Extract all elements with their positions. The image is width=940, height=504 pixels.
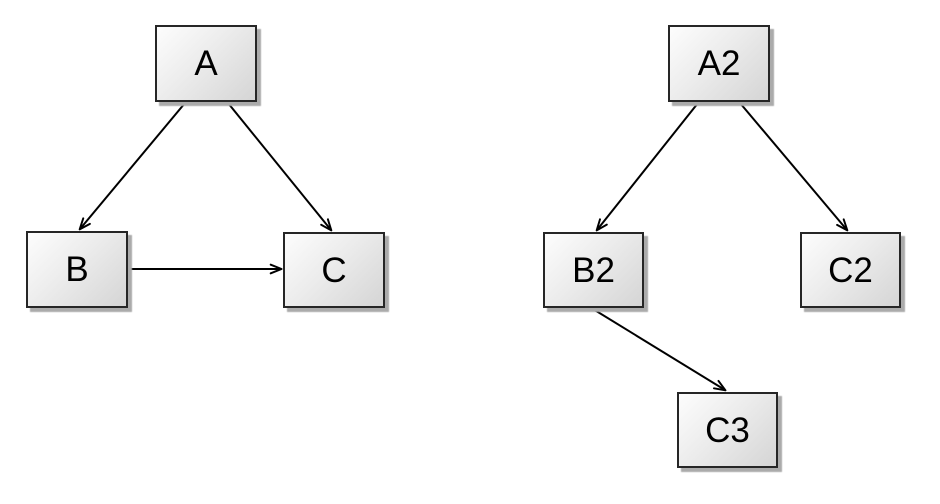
edge-A2-B2 — [595, 102, 699, 232]
node-A2: A2 — [668, 25, 770, 102]
node-A: A — [155, 25, 257, 102]
edge-A2-C2 — [739, 102, 849, 232]
node-label-A: A — [194, 44, 218, 83]
edge-A-B — [78, 102, 186, 231]
node-label-B: B — [65, 250, 89, 289]
edge-B2-C3 — [592, 308, 727, 392]
node-label-B2: B2 — [572, 250, 615, 290]
node-label-A2: A2 — [697, 44, 741, 83]
edge-group — [78, 102, 849, 392]
node-B: B — [26, 231, 128, 308]
edge-A-C — [227, 102, 333, 232]
node-C: C — [283, 232, 385, 308]
node-B2: B2 — [543, 232, 644, 308]
node-label-C: C — [321, 250, 347, 290]
node-C2: C2 — [800, 232, 901, 308]
node-label-C2: C2 — [828, 250, 873, 290]
node-label-C3: C3 — [705, 410, 750, 450]
node-C3: C3 — [677, 392, 778, 468]
